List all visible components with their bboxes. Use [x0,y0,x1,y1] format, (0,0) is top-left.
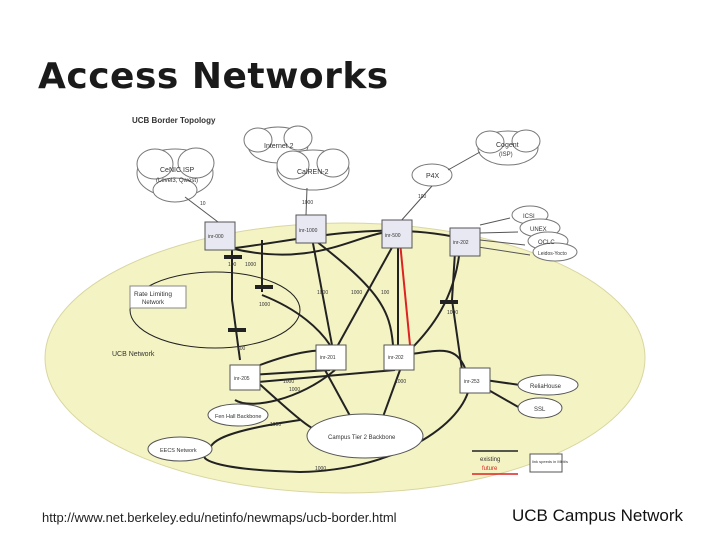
svg-text:1000: 1000 [315,466,326,472]
ix-icsi-label: ICSI [523,214,535,220]
svg-text:inr-000: inr-000 [208,234,224,240]
eecs-network [147,436,213,462]
diagram-title: UCB Border Topology [132,116,216,125]
router-inr1000: inr-1000 [295,214,327,244]
router-inr000: inr-000 [204,221,236,251]
campus-backbone [306,413,424,459]
svg-text:inr-205: inr-205 [234,376,250,382]
legend-existing: existing [480,457,500,463]
switch-icons [224,255,458,332]
ucb-network-label: UCB Network [112,351,155,358]
rate-limiting-sublabel: Network [142,300,165,306]
fen-backbone [207,403,269,427]
svg-text:inr-1000: inr-1000 [299,228,318,234]
svg-text:inr-201: inr-201 [320,355,336,361]
eecs-network-label: EECS Network [160,448,197,454]
svg-text:1000: 1000 [447,310,458,316]
svg-text:100: 100 [228,262,237,268]
ix-oclc-label: OCLC [538,240,555,246]
p4x-label: P4X [426,173,440,180]
slide-title: Access Networks [38,56,389,97]
legend: existing future link speeds in Mbit/s [472,450,568,475]
cloud-cenic-isp [136,147,215,203]
cloud-cogent-label: Cogent [496,142,519,149]
ssl-node [517,397,563,419]
svg-text:inr-253: inr-253 [464,379,480,385]
rate-limiting-loop [129,271,301,349]
svg-text:1000: 1000 [395,379,406,385]
legend-future: future [482,466,498,472]
fen-backbone-label: Fen Hall Backbone [215,414,261,420]
reliahouse-node [517,374,579,396]
svg-text:100: 100 [237,346,246,352]
legend-box-label: link speeds in Mbit/s [532,459,568,464]
link-speed-labels: 1000 100 10 1000 100 1000 1000 1000 100 … [200,194,458,472]
svg-text:10: 10 [200,201,206,207]
svg-text:1000: 1000 [245,262,256,268]
cloud-cenic-isp-sublabel: (Level3, Qwest) [156,178,198,184]
ssl-label: SSL [534,407,546,413]
cloud-cogent [475,129,541,166]
svg-text:inr-202: inr-202 [388,355,404,361]
cloud-exchange [511,205,578,262]
svg-text:1000: 1000 [302,200,313,206]
footer-caption: UCB Campus Network [512,506,683,525]
svg-text:1000: 1000 [270,422,281,428]
router-inr202b: inr-202 [383,344,415,371]
cloud-internet2 [243,125,313,164]
router-inr253: inr-253 [459,367,491,394]
svg-text:inr-500: inr-500 [385,233,401,239]
cloud-internet2-label: Internet 2 [264,143,294,150]
svg-text:1000: 1000 [317,290,328,296]
rate-limiting-box [129,285,187,309]
cloud-calren2 [276,148,350,191]
svg-text:100: 100 [381,290,390,296]
svg-text:100: 100 [418,194,427,200]
legend-box [529,453,563,473]
svg-text:1000: 1000 [283,379,294,385]
reliahouse-label: ReliaHouse [530,384,562,390]
source-url-link[interactable]: http://www.net.berkeley.edu/netinfo/newm… [42,510,397,525]
svg-text:inr-202: inr-202 [453,240,469,246]
red-link [399,241,411,346]
svg-text:1000: 1000 [259,302,270,308]
campus-backbone-label: Campus Tier 2 Backbone [328,435,396,441]
ix-unex-label: UNEX [530,227,547,233]
cloud-cogent-sublabel: (ISP) [499,152,513,158]
rate-limiting-label: Rate Limiting [134,291,172,298]
cloud-cenic-isp-label: CeNIC ISP [160,167,195,174]
router-inr500: inr-500 [381,219,413,249]
svg-text:1000: 1000 [289,387,300,393]
cloud-calren2-label: CalREN-2 [297,169,329,176]
svg-text:1000: 1000 [351,290,362,296]
router-inr201: inr-201 [315,344,347,371]
ix-leidos-label: Leidos-Yocto [538,251,567,257]
router-inr202: inr-202 [449,227,481,257]
router-inr205: inr-205 [229,364,261,391]
